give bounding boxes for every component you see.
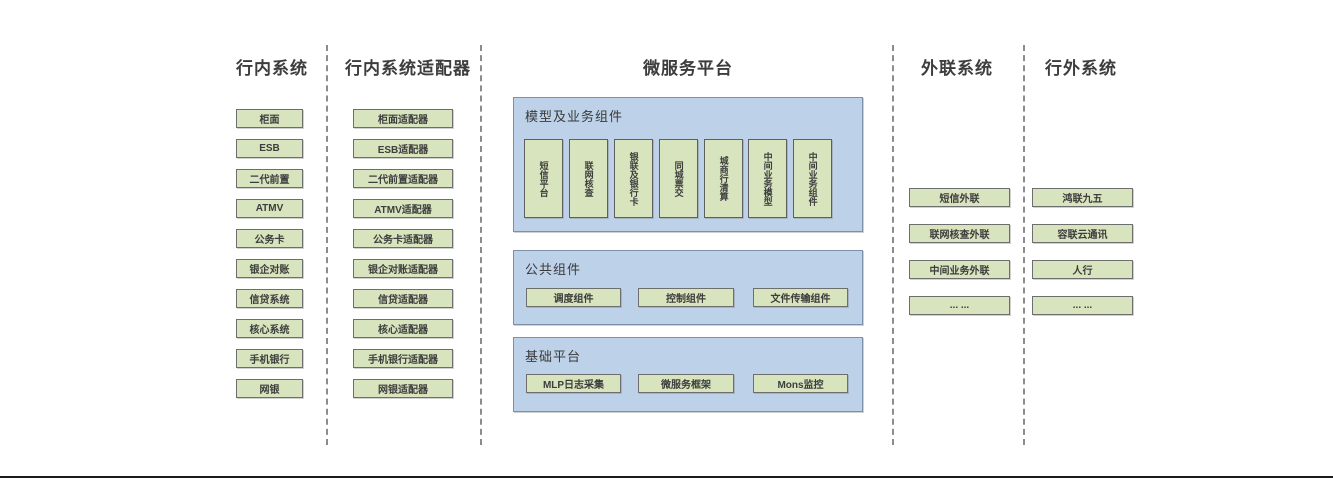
adapter-box: 公务卡适配器 <box>353 229 453 248</box>
external-box: 鸿联九五 <box>1032 188 1133 207</box>
outlink-box: 联网核查外联 <box>909 224 1010 243</box>
panel-base-platform: 基础平台 MLP日志采集 微服务框架 Mons监控 <box>513 337 863 412</box>
system-box: 手机银行 <box>236 349 303 368</box>
adapter-box: 网银适配器 <box>353 379 453 398</box>
vertical-component-box: 城商行清算 <box>704 139 743 218</box>
component-box: 调度组件 <box>526 288 621 307</box>
outlink-box: 短信外联 <box>909 188 1010 207</box>
adapter-box: 银企对账适配器 <box>353 259 453 278</box>
panel-title: 模型及业务组件 <box>525 109 624 124</box>
column-divider <box>326 45 328 445</box>
system-box: 二代前置 <box>236 169 303 188</box>
system-box: 银企对账 <box>236 259 303 278</box>
vertical-component-box: 中间业务组件 <box>793 139 832 218</box>
adapter-box: ATMV适配器 <box>353 199 453 218</box>
adapter-box: ESB适配器 <box>353 139 453 158</box>
panel-title: 公共组件 <box>525 262 582 277</box>
column-divider <box>1023 45 1025 445</box>
column-divider <box>892 45 894 445</box>
component-box: 文件传输组件 <box>753 288 848 307</box>
vertical-component-box: 中间业务模型 <box>748 139 787 218</box>
vertical-component-box: 同城票交 <box>659 139 698 218</box>
system-box: 网银 <box>236 379 303 398</box>
system-box: ATMV <box>236 199 303 218</box>
component-box: 控制组件 <box>638 288 734 307</box>
vertical-component-box: 联网核查 <box>569 139 608 218</box>
adapter-box: 核心适配器 <box>353 319 453 338</box>
vertical-component-box: 银联及银行卡 <box>614 139 653 218</box>
external-box: ... ... <box>1032 296 1133 315</box>
panel-title: 基础平台 <box>525 349 582 364</box>
column-header-internal-adapters: 行内系统适配器 <box>345 59 471 78</box>
column-divider <box>480 45 482 445</box>
adapter-box: 二代前置适配器 <box>353 169 453 188</box>
system-box: 公务卡 <box>236 229 303 248</box>
outlink-box: 中间业务外联 <box>909 260 1010 279</box>
bottom-border-line <box>0 476 1333 478</box>
adapter-box: 柜面适配器 <box>353 109 453 128</box>
component-box: MLP日志采集 <box>526 374 621 393</box>
system-box: 柜面 <box>236 109 303 128</box>
column-header-microservice-platform: 微服务平台 <box>643 59 733 78</box>
adapter-box: 手机银行适配器 <box>353 349 453 368</box>
system-box: 信贷系统 <box>236 289 303 308</box>
system-box: 核心系统 <box>236 319 303 338</box>
component-box: Mons监控 <box>753 374 848 393</box>
outlink-box: ... ... <box>909 296 1010 315</box>
external-box: 容联云通讯 <box>1032 224 1133 243</box>
component-box: 微服务框架 <box>638 374 734 393</box>
external-box: 人行 <box>1032 260 1133 279</box>
panel-model-business-components: 模型及业务组件 短信平台 联网核查 银联及银行卡 同城票交 城商行清算 中间业务… <box>513 97 863 232</box>
column-header-internal-systems: 行内系统 <box>236 59 308 78</box>
panel-common-components: 公共组件 调度组件 控制组件 文件传输组件 <box>513 250 863 325</box>
system-box: ESB <box>236 139 303 158</box>
column-header-outlink-systems: 外联系统 <box>921 59 993 78</box>
vertical-component-box: 短信平台 <box>524 139 563 218</box>
adapter-box: 信贷适配器 <box>353 289 453 308</box>
column-header-external-systems: 行外系统 <box>1045 59 1117 78</box>
